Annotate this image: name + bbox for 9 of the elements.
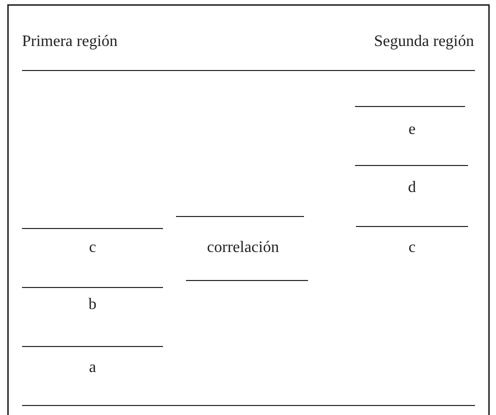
column-heading: Primera región bbox=[22, 32, 118, 52]
layer-label: c bbox=[88, 238, 98, 258]
layer-label: c bbox=[407, 238, 417, 258]
layer-label: b bbox=[88, 295, 98, 315]
correlation-label: correlación bbox=[206, 238, 280, 258]
layer-label: d bbox=[407, 178, 417, 198]
layer-label: a bbox=[88, 358, 98, 378]
layer-label: e bbox=[407, 120, 417, 140]
column-heading: Segunda región bbox=[374, 32, 474, 52]
